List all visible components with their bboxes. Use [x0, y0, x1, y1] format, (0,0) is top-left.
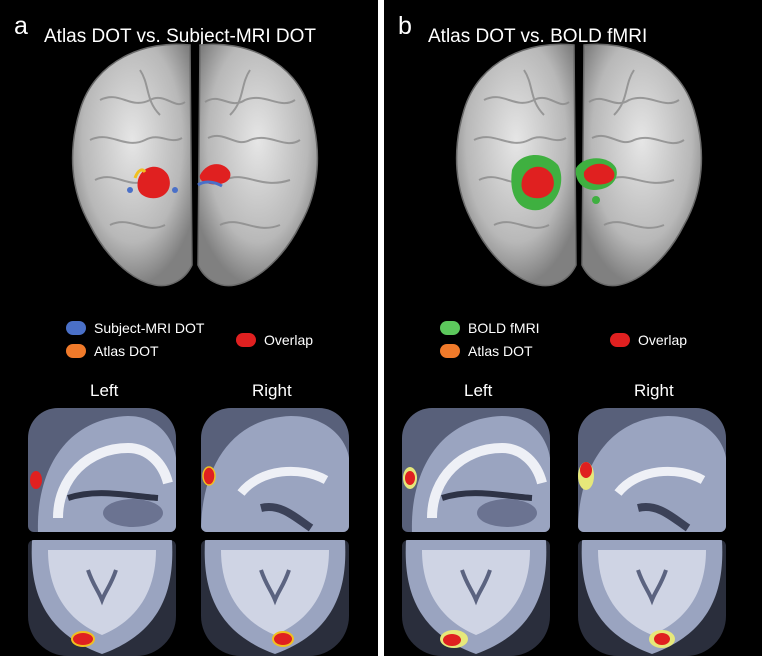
legend-swatch: [610, 333, 630, 347]
right-label: Right: [252, 381, 292, 400]
legend-item: Overlap: [236, 332, 313, 348]
mri-sagittal-right: [201, 408, 349, 532]
panel-title: Atlas DOT vs. Subject-MRI DOT: [44, 26, 317, 47]
legend-item: Atlas DOT: [440, 343, 533, 359]
legend-label: Atlas DOT: [94, 343, 159, 359]
panel-letter: b: [398, 12, 412, 40]
legend-item: BOLD fMRI: [440, 320, 540, 336]
mri-axial-right: [578, 540, 726, 656]
panel-title: Atlas DOT vs. BOLD fMRI: [428, 26, 648, 47]
legend-label: Subject-MRI DOT: [94, 320, 205, 336]
panel-a: a Atlas DOT vs. Subject-MRI DOT: [0, 0, 378, 656]
legend-label: BOLD fMRI: [468, 320, 540, 336]
legend-label: Atlas DOT: [468, 343, 533, 359]
legend-swatch: [440, 344, 460, 358]
legend-label: Overlap: [638, 332, 688, 348]
legend-label: Overlap: [264, 332, 314, 348]
left-label: Left: [464, 381, 493, 400]
mri-axial-left: [402, 540, 550, 656]
left-label: Left: [90, 381, 119, 400]
legend-item: Atlas DOT: [66, 343, 159, 359]
legend-item: Subject-MRI DOT: [66, 320, 204, 336]
panel-b: b Atlas DOT vs. BOLD fMRI: [384, 0, 762, 656]
legend-swatch: [440, 321, 460, 335]
right-label: Right: [634, 381, 674, 400]
legend-item: Overlap: [610, 332, 687, 348]
brain-3d-render: [434, 40, 724, 302]
panel-letter: a: [14, 12, 28, 40]
legend-swatch: [66, 321, 86, 335]
mri-sagittal-right: [578, 408, 726, 532]
mri-sagittal-left: [28, 408, 176, 532]
legend-swatch: [66, 344, 86, 358]
mri-sagittal-left: [402, 408, 550, 532]
brain-3d-render: [50, 40, 340, 302]
mri-axial-left: [28, 540, 176, 656]
legend-swatch: [236, 333, 256, 347]
mri-axial-right: [201, 540, 349, 656]
